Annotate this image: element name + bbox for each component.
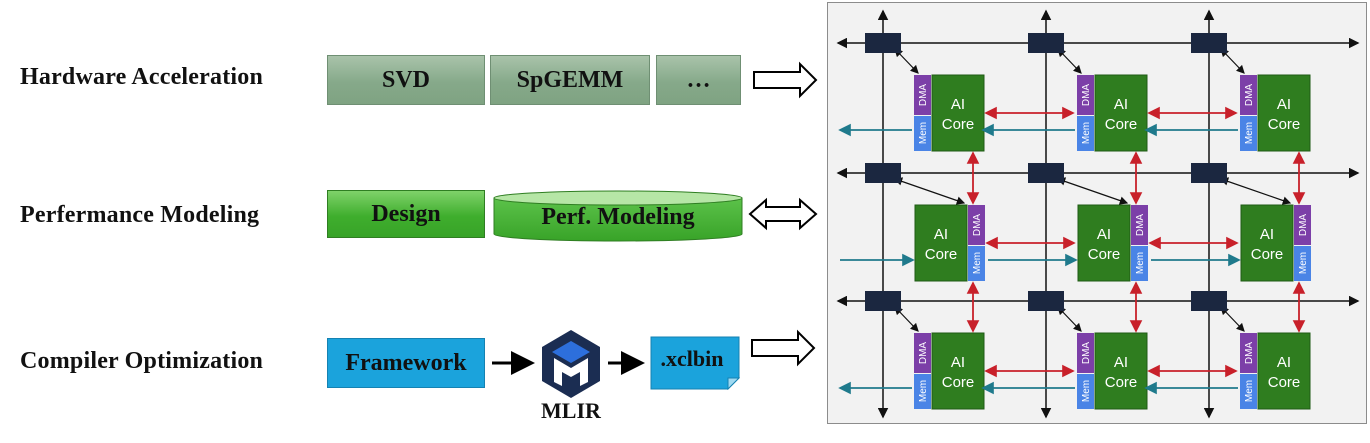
switch-box-2-1: [1028, 291, 1064, 311]
perf-modeling-text: Perf. Modeling: [541, 204, 695, 230]
mem-label-0-0: Mem: [918, 122, 929, 144]
switch-box-1-0: [865, 163, 901, 183]
ai-core-0-1: [1094, 74, 1148, 152]
ai-core-label-line1-2-2: AI: [1277, 354, 1291, 371]
dma-label-1-2: DMA: [1298, 214, 1309, 237]
ellipsis-box: …: [656, 55, 741, 105]
ai-core-label-line1-2-1: AI: [1114, 354, 1128, 371]
mem-label-0-1: Mem: [1081, 122, 1092, 144]
ai-core-0-2: [1257, 74, 1311, 152]
ai-core-label-line1-0-0: AI: [951, 96, 965, 113]
ai-core-label-line2-2-0: Core: [942, 374, 975, 391]
switch-box-1-1: [1028, 163, 1064, 183]
framework-box: Framework: [327, 338, 485, 388]
mem-label-1-0: Mem: [972, 252, 983, 274]
ai-core-label-line2-2-2: Core: [1268, 374, 1301, 391]
ai-core-2-2: [1257, 332, 1311, 410]
ai-core-label-line1-2-0: AI: [951, 354, 965, 371]
ai-core-label-line1-1-0: AI: [934, 226, 948, 243]
compiler-optimization-label: Compiler Optimization: [20, 348, 264, 374]
switch-tile-link-1-2: [1219, 177, 1292, 205]
ai-core-1-1: [1077, 204, 1131, 282]
switch-tile-link-1-1: [1056, 177, 1129, 205]
ai-core-2-0: [931, 332, 985, 410]
performance-modeling-label: Perfermance Modeling: [20, 202, 260, 228]
dma-label-1-0: DMA: [972, 214, 983, 237]
hardware-acceleration-label: Hardware Acceleration: [20, 64, 264, 90]
mem-block-2-1: [1077, 374, 1094, 409]
dma-block-2-0: [914, 333, 931, 373]
mem-label-1-2: Mem: [1298, 252, 1309, 274]
ai-core-label-line1-1-2: AI: [1260, 226, 1274, 243]
hardware-to-panel-arrow: [753, 61, 818, 99]
ai-core-1-0: [914, 204, 968, 282]
mem-block-1-1: [1131, 246, 1148, 281]
dma-block-2-1: [1077, 333, 1094, 373]
spgemm-box: SpGEMM: [490, 55, 650, 105]
perf-modeling-cylinder: Perf. Modeling: [493, 190, 743, 242]
dma-block-1-1: [1131, 205, 1148, 245]
dma-block-0-1: [1077, 75, 1094, 115]
mem-label-0-2: Mem: [1244, 122, 1255, 144]
mem-label-2-1: Mem: [1081, 380, 1092, 402]
ai-core-label-line2-0-2: Core: [1268, 116, 1301, 133]
compiler-to-panel-arrow: [751, 329, 816, 367]
ai-core-label-line2-0-0: Core: [942, 116, 975, 133]
mem-block-0-2: [1240, 116, 1257, 151]
svd-box: SVD: [327, 55, 485, 105]
ai-core-0-0: [931, 74, 985, 152]
switch-box-0-1: [1028, 33, 1064, 53]
mlir-label: MLIR: [541, 398, 601, 423]
dma-label-0-2: DMA: [1244, 84, 1255, 107]
ai-core-label-line1-1-1: AI: [1097, 226, 1111, 243]
dma-block-0-0: [914, 75, 931, 115]
switch-box-0-2: [1191, 33, 1227, 53]
switch-box-1-2: [1191, 163, 1227, 183]
mem-block-0-1: [1077, 116, 1094, 151]
design-box: Design: [327, 190, 485, 238]
switch-box-0-0: [865, 33, 901, 53]
dma-label-0-0: DMA: [918, 84, 929, 107]
dma-block-1-2: [1294, 205, 1311, 245]
ai-core-label-line2-2-1: Core: [1105, 374, 1138, 391]
mem-block-2-0: [914, 374, 931, 409]
dma-label-1-1: DMA: [1135, 214, 1146, 237]
ai-core-label-line2-1-1: Core: [1088, 246, 1121, 263]
xclbin-text: .xclbin: [660, 346, 724, 371]
ai-core-label-line2-1-0: Core: [925, 246, 958, 263]
mem-block-2-2: [1240, 374, 1257, 409]
dma-block-0-2: [1240, 75, 1257, 115]
ai-core-2-1: [1094, 332, 1148, 410]
ai-core-label-line2-1-2: Core: [1251, 246, 1284, 263]
dma-block-2-2: [1240, 333, 1257, 373]
dma-label-2-1: DMA: [1081, 342, 1092, 365]
mem-block-1-0: [968, 246, 985, 281]
performance-double-arrow: [748, 197, 818, 231]
xclbin-file: .xclbin: [650, 336, 741, 391]
mlir-logo-icon: [542, 330, 600, 398]
ai-core-label-line2-0-1: Core: [1105, 116, 1138, 133]
switch-box-2-2: [1191, 291, 1227, 311]
mem-label-2-2: Mem: [1244, 380, 1255, 402]
ai-core-1-2: [1240, 204, 1294, 282]
ai-core-label-line1-0-1: AI: [1114, 96, 1128, 113]
dma-label-2-0: DMA: [918, 342, 929, 365]
ai-engine-array: DMAMemAICoreDMAMemAICoreDMAMemAICoreDMAM…: [836, 9, 1360, 419]
mem-block-0-0: [914, 116, 931, 151]
dma-block-1-0: [968, 205, 985, 245]
switch-box-2-0: [865, 291, 901, 311]
mem-block-1-2: [1294, 246, 1311, 281]
mem-label-2-0: Mem: [918, 380, 929, 402]
mem-label-1-1: Mem: [1135, 252, 1146, 274]
switch-tile-link-1-0: [893, 177, 966, 205]
dma-label-2-2: DMA: [1244, 342, 1255, 365]
dma-label-0-1: DMA: [1081, 84, 1092, 107]
ai-core-label-line1-0-2: AI: [1277, 96, 1291, 113]
